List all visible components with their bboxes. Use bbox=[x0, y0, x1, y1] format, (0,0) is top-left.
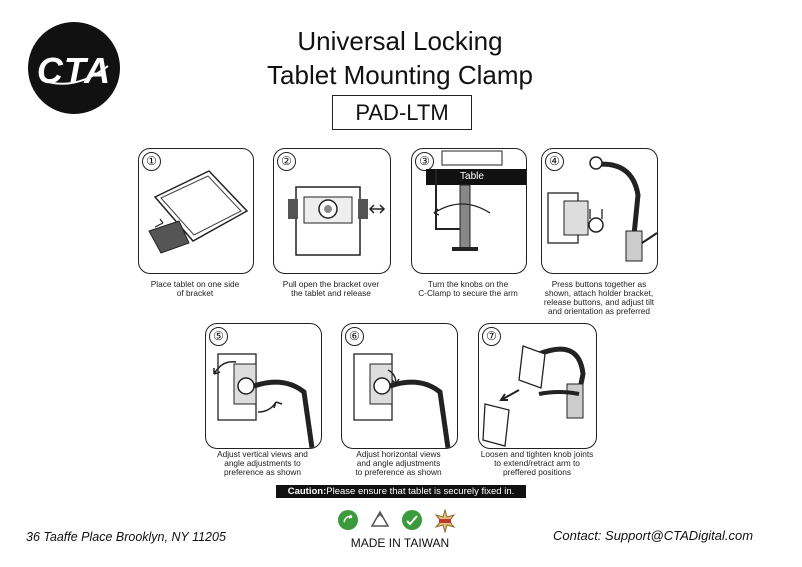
extend-arm-illustration bbox=[482, 345, 586, 447]
page-title: Universal Locking Tablet Mounting Clamp bbox=[230, 24, 570, 92]
tablet-on-bracket-illustration bbox=[148, 170, 249, 254]
quality-seal-icon bbox=[433, 509, 456, 533]
caution-text: Please ensure that tablet is securely fi… bbox=[326, 486, 515, 497]
open-bracket-illustration bbox=[288, 186, 386, 256]
title-line-1: Universal Locking bbox=[297, 26, 503, 56]
caution-banner: Caution:Please ensure that tablet is sec… bbox=[276, 485, 526, 498]
step-number: ⑦ bbox=[482, 327, 501, 346]
logo-text: CTA bbox=[36, 50, 112, 91]
step-2-panel: ② bbox=[273, 148, 391, 274]
table-label: Table bbox=[460, 171, 484, 182]
title-line-2: Tablet Mounting Clamp bbox=[267, 60, 533, 90]
step-7-panel: ⑦ bbox=[478, 323, 597, 449]
recycle-green-icon bbox=[337, 509, 359, 531]
attach-holder-illustration bbox=[547, 156, 657, 262]
vertical-adjust-illustration bbox=[213, 353, 315, 448]
horizontal-adjust-illustration bbox=[353, 353, 451, 448]
step-number: ③ bbox=[415, 152, 434, 171]
recycle-outline-icon bbox=[369, 509, 391, 531]
step-3-panel: ③ Table bbox=[411, 148, 527, 274]
step-5-panel: ⑤ bbox=[205, 323, 322, 449]
caution-label: Caution: bbox=[287, 486, 327, 497]
c-clamp-illustration bbox=[426, 150, 526, 251]
step-1-panel: ① bbox=[138, 148, 254, 274]
step-number: ⑤ bbox=[209, 327, 228, 346]
made-in-label: MADE IN TAIWAN bbox=[350, 536, 450, 550]
footer-contact: Contact: Support@CTADigital.com bbox=[553, 528, 754, 543]
step-number: ① bbox=[142, 152, 161, 171]
step-number: ② bbox=[277, 152, 296, 171]
step-number: ④ bbox=[545, 152, 564, 171]
rohs-icon bbox=[401, 509, 423, 531]
cta-logo: CTA bbox=[28, 22, 120, 114]
step-number: ⑥ bbox=[345, 327, 364, 346]
model-number: PAD-LTM bbox=[332, 95, 472, 130]
footer-address: 36 Taaffe Place Brooklyn, NY 11205 bbox=[26, 530, 226, 544]
step-4-panel: ④ bbox=[541, 148, 658, 274]
step-6-panel: ⑥ bbox=[341, 323, 458, 449]
